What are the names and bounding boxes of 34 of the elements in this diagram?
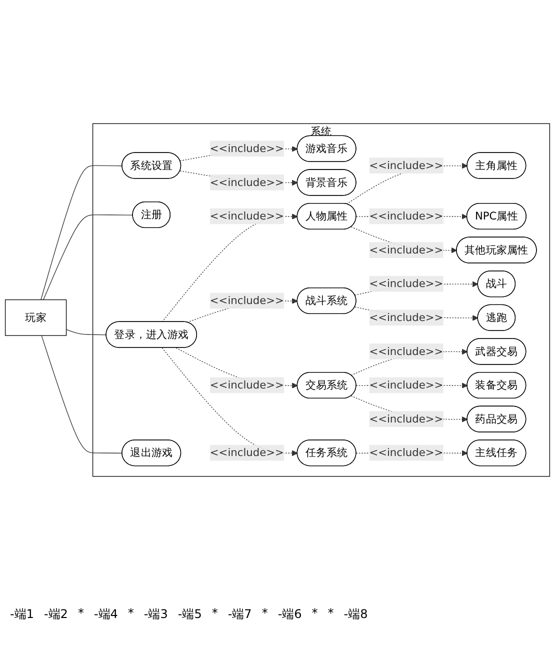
edge-label: <<include>> bbox=[369, 277, 444, 290]
end-label: -端8 bbox=[344, 606, 368, 623]
edge-label: <<include>> bbox=[369, 210, 444, 222]
edge-label: <<include>> bbox=[369, 158, 444, 172]
edge-label: <<include>> bbox=[369, 446, 444, 459]
connector bbox=[43, 214, 134, 300]
connector bbox=[40, 165, 123, 300]
end-label: * bbox=[212, 606, 218, 622]
end-label: * bbox=[328, 606, 334, 622]
end-label: * bbox=[262, 606, 268, 622]
edge-label: <<include>> bbox=[210, 294, 284, 307]
end-label: * bbox=[312, 606, 318, 622]
edge-label: <<include>> bbox=[369, 243, 444, 256]
end-label: -端7 bbox=[228, 606, 252, 623]
edge-label: <<include>> bbox=[369, 378, 444, 392]
edge-label: <<include>> bbox=[210, 446, 284, 459]
end-label: -端6 bbox=[278, 606, 302, 623]
edge-label: <<include>> bbox=[369, 311, 444, 324]
connector bbox=[41, 335, 123, 454]
end-label: -端3 bbox=[144, 606, 168, 623]
end-label: -端1 bbox=[10, 606, 34, 623]
edge-label: <<include>> bbox=[369, 344, 444, 358]
end-label: * bbox=[78, 606, 84, 622]
end-label: -端2 bbox=[44, 606, 68, 623]
end-label: -端4 bbox=[94, 606, 118, 623]
edge-label: <<include>> bbox=[210, 142, 284, 155]
edge-label: <<include>> bbox=[210, 210, 284, 222]
node-box: 玩家 bbox=[4, 299, 67, 336]
end-label: * bbox=[128, 606, 134, 622]
edge-label: <<include>> bbox=[210, 176, 284, 188]
end-label: -端5 bbox=[178, 606, 202, 623]
edge-label: <<include>> bbox=[369, 412, 444, 426]
edge-label: <<include>> bbox=[210, 378, 284, 392]
connector bbox=[66, 329, 107, 336]
